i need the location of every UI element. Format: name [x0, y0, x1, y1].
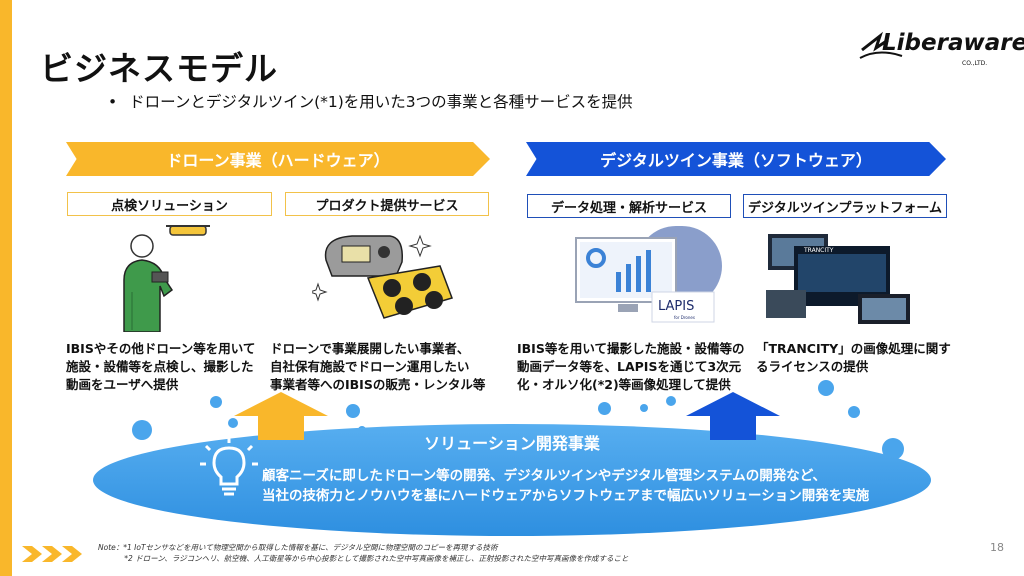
digital-twin-business-banner: デジタルツイン事業（ソフトウェア）	[526, 142, 946, 176]
data-analysis-illustration: LAPIS for Drones	[575, 226, 722, 323]
left-accent-bar	[0, 0, 12, 576]
up-arrow-icon	[234, 392, 328, 440]
decor-circle	[346, 404, 360, 418]
data-analysis-service-box: データ処理・解析サービス	[527, 194, 731, 218]
inspector-with-drone-illustration	[123, 225, 210, 332]
logo-wordmark: Liberaware	[882, 30, 1024, 56]
bullet-dot-icon: •	[108, 93, 118, 111]
summary-text: ドローンとデジタルツイン(*1)を用いた3つの事業と各種サービスを提供	[129, 93, 633, 111]
decor-circle	[640, 404, 648, 412]
product-service-box: プロダクト提供サービス	[285, 192, 489, 216]
solution-business-title: ソリューション開発事業	[424, 434, 600, 453]
trancity-platform-illustration: TRANCITY	[766, 234, 910, 324]
data-analysis-description: IBIS等を用いて撮影した施設・設備等の 動画データ等を、LAPISを通じて3次…	[517, 341, 745, 392]
lightbulb-icon	[200, 438, 258, 496]
lapis-logo-text: LAPIS	[658, 299, 694, 314]
solution-business-body: 顧客ニーズに即したドローン等の開発、デジタルツインやデジタル管理システムの開発な…	[262, 468, 870, 504]
drone-business-banner: ドローン事業（ハードウェア）	[66, 142, 490, 176]
up-arrow-icon	[686, 392, 780, 440]
decor-circle	[210, 396, 222, 408]
decor-circle	[132, 420, 152, 440]
drone-product-illustration	[312, 234, 453, 319]
logo-mark-icon	[859, 31, 903, 59]
decor-circle	[666, 396, 676, 406]
trancity-screen-label: TRANCITY	[803, 247, 834, 254]
decor-circle	[598, 402, 611, 415]
decor-circle	[818, 380, 834, 396]
summary-bullet: • ドローンとデジタルツイン(*1)を用いた3つの事業と各種サービスを提供	[108, 90, 633, 112]
company-logo: Liberaware CO.,LTD.	[858, 26, 1024, 74]
logo-subtext: CO.,LTD.	[962, 60, 988, 67]
page-number: 18	[990, 541, 1004, 554]
inspection-solution-box: 点検ソリューション	[67, 192, 272, 216]
page-title: ビジネスモデル	[40, 49, 278, 88]
solution-business-ellipse	[93, 424, 931, 536]
digital-twin-platform-description: 「TRANCITY」の画像処理に関す るライセンスの提供	[756, 341, 951, 374]
footnotes: Note：*1 IoTセンサなどを用いて物理空間から取得した情報を基に、デジタル…	[98, 543, 629, 563]
decor-circle	[228, 418, 238, 428]
double-chevron-icon	[22, 546, 82, 562]
inspection-solution-description: IBISやその他ドローン等を用いて 施設・設備等を点検し、撮影した 動画をユーザ…	[66, 341, 256, 392]
digital-twin-platform-box: デジタルツインプラットフォーム	[743, 194, 947, 218]
decor-circle	[848, 406, 860, 418]
lapis-logo-sub: for Drones	[674, 315, 695, 320]
product-service-description: ドローンで事業展開したい事業者、 自社保有施設でドローン運用したい 事業者等への…	[270, 341, 486, 392]
